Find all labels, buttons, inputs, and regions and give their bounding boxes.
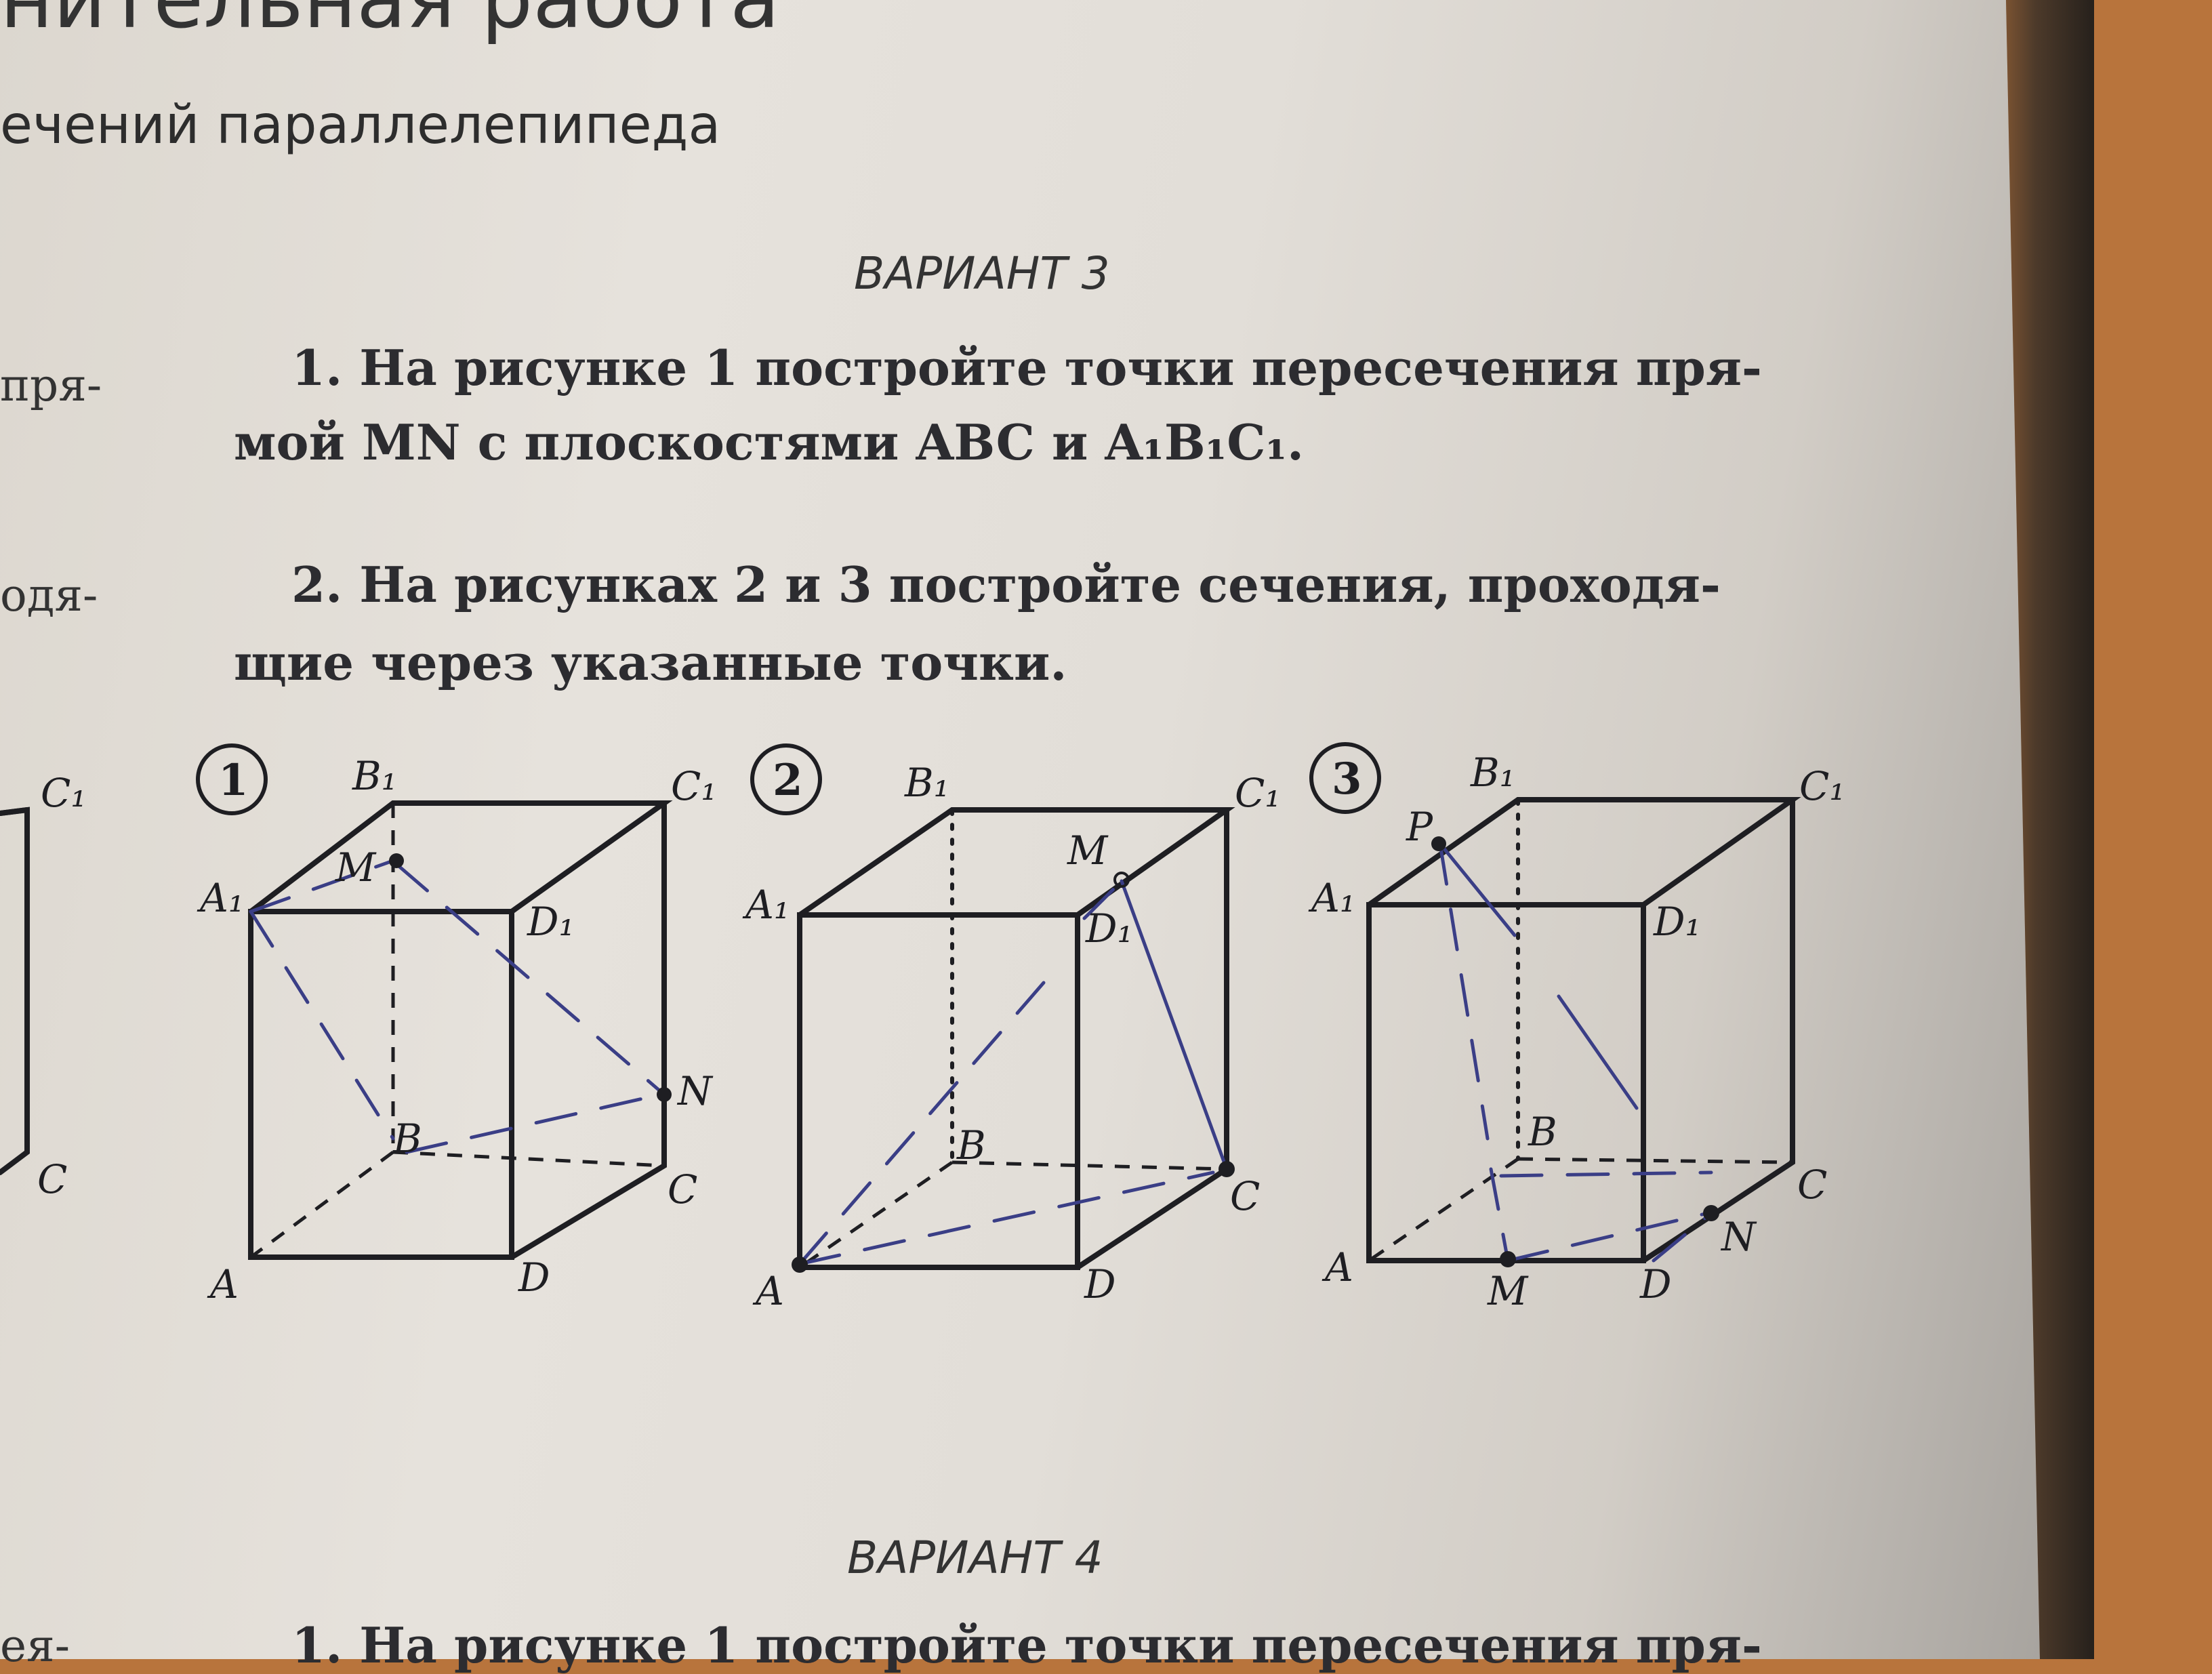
label-p: P (1406, 804, 1433, 850)
label-b1: B₁ (1470, 750, 1515, 796)
label-a1: A₁ (1308, 875, 1355, 921)
label-a: A (1322, 1244, 1353, 1290)
section-subtitle: ечений параллелепипеда (0, 95, 721, 156)
figure-number: 2 (773, 755, 803, 806)
figure-number: 1 (218, 755, 249, 806)
heading-fragment: нительная работа (0, 0, 780, 47)
label-d1: D₁ (527, 899, 575, 945)
label-b: B (956, 1122, 986, 1168)
label-m: M (1067, 828, 1109, 874)
label-c: C (1230, 1173, 1260, 1219)
label-c1: C₁ (671, 763, 717, 809)
label-n: N (1720, 1214, 1757, 1260)
label-b: B (392, 1116, 422, 1162)
label-a1: A₁ (197, 875, 244, 921)
label-a1: A₁ (742, 882, 790, 928)
label-c: C (37, 1156, 67, 1202)
label-c: C (1797, 1162, 1827, 1208)
label-d1: D₁ (1085, 905, 1133, 952)
task-1-line-2: мой MN с плоскостями ABC и A₁B₁C₁. (234, 413, 1305, 471)
figure-2: 2 B₁ C₁ M A₁ D₁ B C A D (742, 743, 1281, 1314)
figure-3: 3 B₁ C₁ P A₁ D₁ B C N A M D (1308, 742, 1845, 1314)
paper-sheet (0, 0, 2040, 1659)
label-a: A (207, 1261, 239, 1307)
label-c1: C₁ (1799, 763, 1845, 809)
variant-3-title: ВАРИАНТ 3 (854, 247, 1110, 300)
margin-fragment: одя- (0, 569, 98, 621)
label-b: B (1528, 1109, 1557, 1155)
variant-4-title: ВАРИАНТ 4 (847, 1532, 1103, 1584)
task-2-line-1: 2. На рисунках 2 и 3 постройте сечения, … (291, 556, 1721, 613)
label-b1: B₁ (904, 760, 949, 806)
variant-4-task-1-line-1: 1. На рисунке 1 постройте точки пересече… (291, 1616, 1762, 1674)
label-d1: D₁ (1653, 899, 1701, 945)
figure-number: 3 (1332, 754, 1362, 804)
label-c1: C₁ (1235, 770, 1281, 816)
label-d: D (1084, 1261, 1116, 1307)
label-c1: C₁ (41, 770, 87, 816)
figure-1: 1 B₁ C₁ A₁ M D₁ N B C A D (196, 743, 717, 1307)
label-c: C (668, 1166, 697, 1212)
label-d: D (518, 1254, 550, 1301)
label-a: A (752, 1268, 784, 1314)
label-n: N (676, 1068, 714, 1114)
label-m: M (1487, 1268, 1529, 1314)
task-1-line-1: 1. На рисунке 1 постройте точки пересече… (291, 339, 1762, 396)
margin-fragment: пря- (0, 359, 102, 411)
label-d: D (1639, 1261, 1672, 1307)
partial-figure-left: C₁ C (0, 770, 87, 1202)
task-2-line-2: щие через указанные точки. (234, 634, 1067, 691)
margin-fragment: ея- (0, 1620, 70, 1672)
label-m: M (335, 844, 377, 891)
label-b1: B₁ (352, 753, 397, 799)
